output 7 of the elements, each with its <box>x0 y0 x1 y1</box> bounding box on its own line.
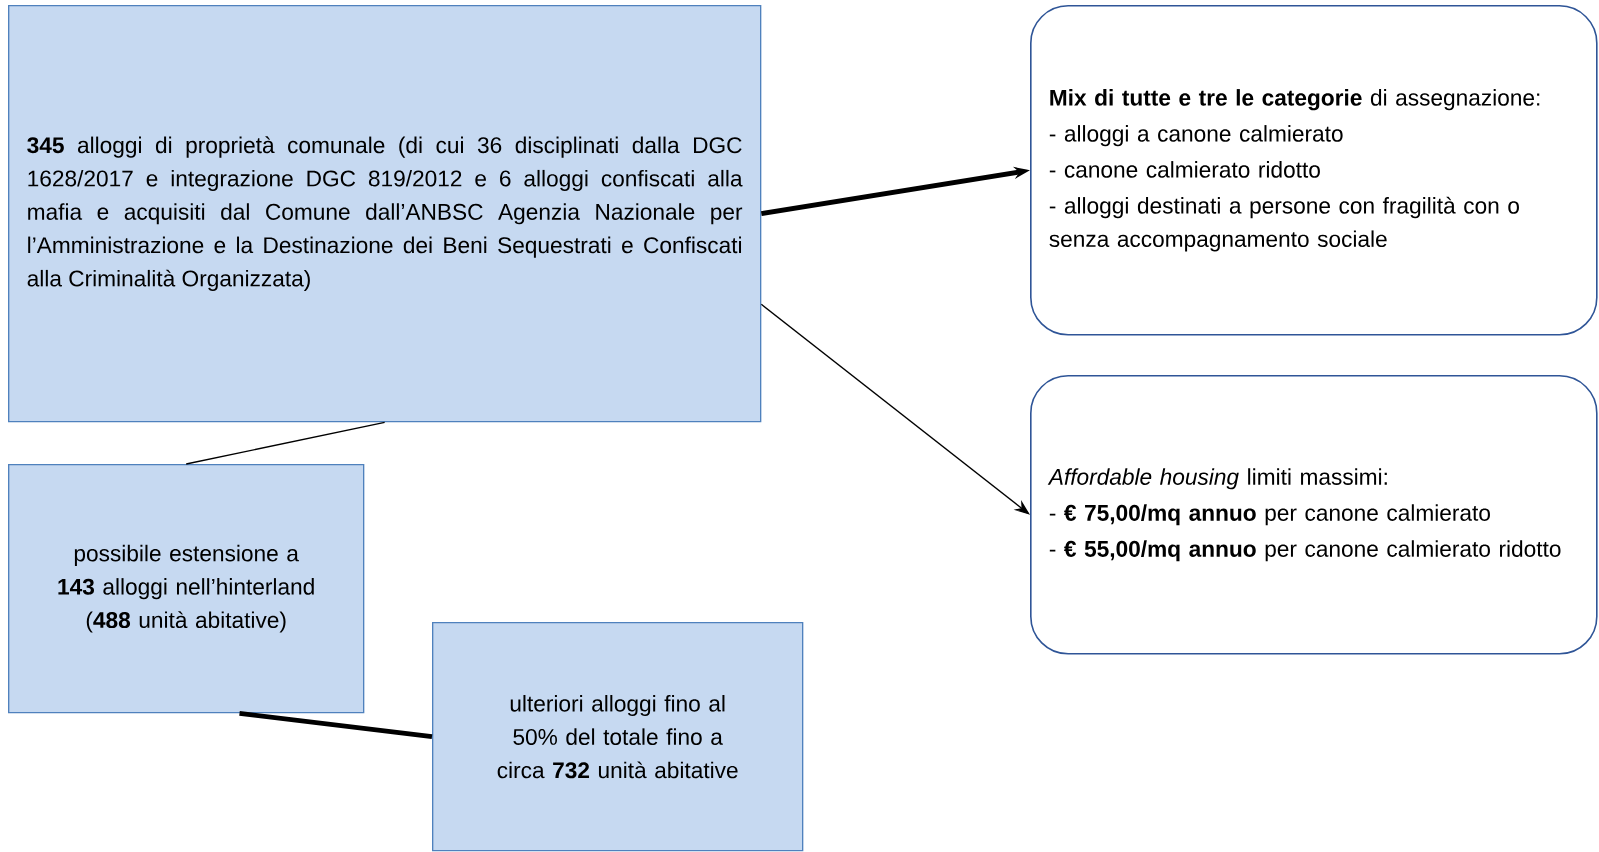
rounded-text-box: Affordable housing limiti massimi: - € 75,00/mq annuo per canone calmierato - € 55,00/mq annuo per canone calmierato ridotto <box>1030 375 1598 655</box>
text-box: possibile estensione a 143 alloggi nell’hinterland (488 unità abitative) <box>8 464 365 714</box>
text-box: 345 alloggi di proprietà comunale (di cui 36 disciplinati dalla DGC 1628/2017 e integrazione DGC 819/2012 e 6 alloggi confiscati alla mafia e acquisiti dal Comune dall’ANBSC Agenzia Nazionale per l’Amministrazione e la Destinazione dei Beni Sequestrati e Confiscati alla Criminalità Organizzata) <box>8 5 762 423</box>
text-box: ulteriori alloggi fino al 50% del totale fino a circa 732 unità abitative <box>432 622 804 852</box>
arrow <box>760 303 1030 515</box>
rounded-text-box: Mix di tutte e tre le categorie di assegnazione: - alloggi a canone calmierato - canone calmierato ridotto - alloggi destinati a persone con fragilità con o senza accompagnamento sociale <box>1030 5 1598 336</box>
connector-line <box>185 421 386 465</box>
